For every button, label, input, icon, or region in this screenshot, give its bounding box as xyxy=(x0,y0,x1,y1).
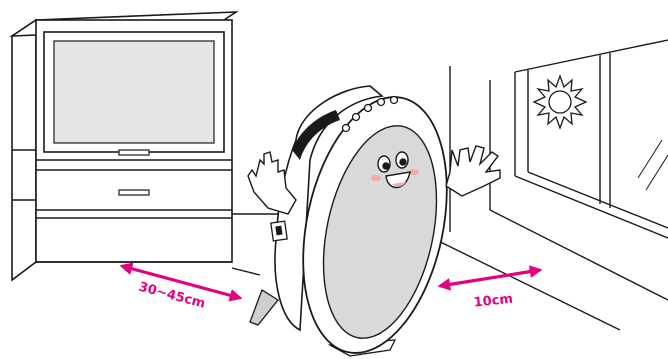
tv-cabinet xyxy=(9,11,239,282)
tv-distance-arrow xyxy=(119,262,243,302)
wall-distance-label: 10cm xyxy=(473,292,514,311)
tv-screen xyxy=(53,40,215,144)
sun-icon xyxy=(532,74,588,130)
window xyxy=(489,39,668,301)
wall-distance-arrow xyxy=(437,265,543,291)
tv-distance-label: 30~45cm xyxy=(137,280,207,312)
robot-character xyxy=(249,85,448,357)
robot-buttons xyxy=(341,95,399,133)
robot-leg xyxy=(249,289,279,326)
right-hand xyxy=(445,145,501,197)
left-hand xyxy=(247,151,297,215)
robot-face xyxy=(371,151,419,189)
